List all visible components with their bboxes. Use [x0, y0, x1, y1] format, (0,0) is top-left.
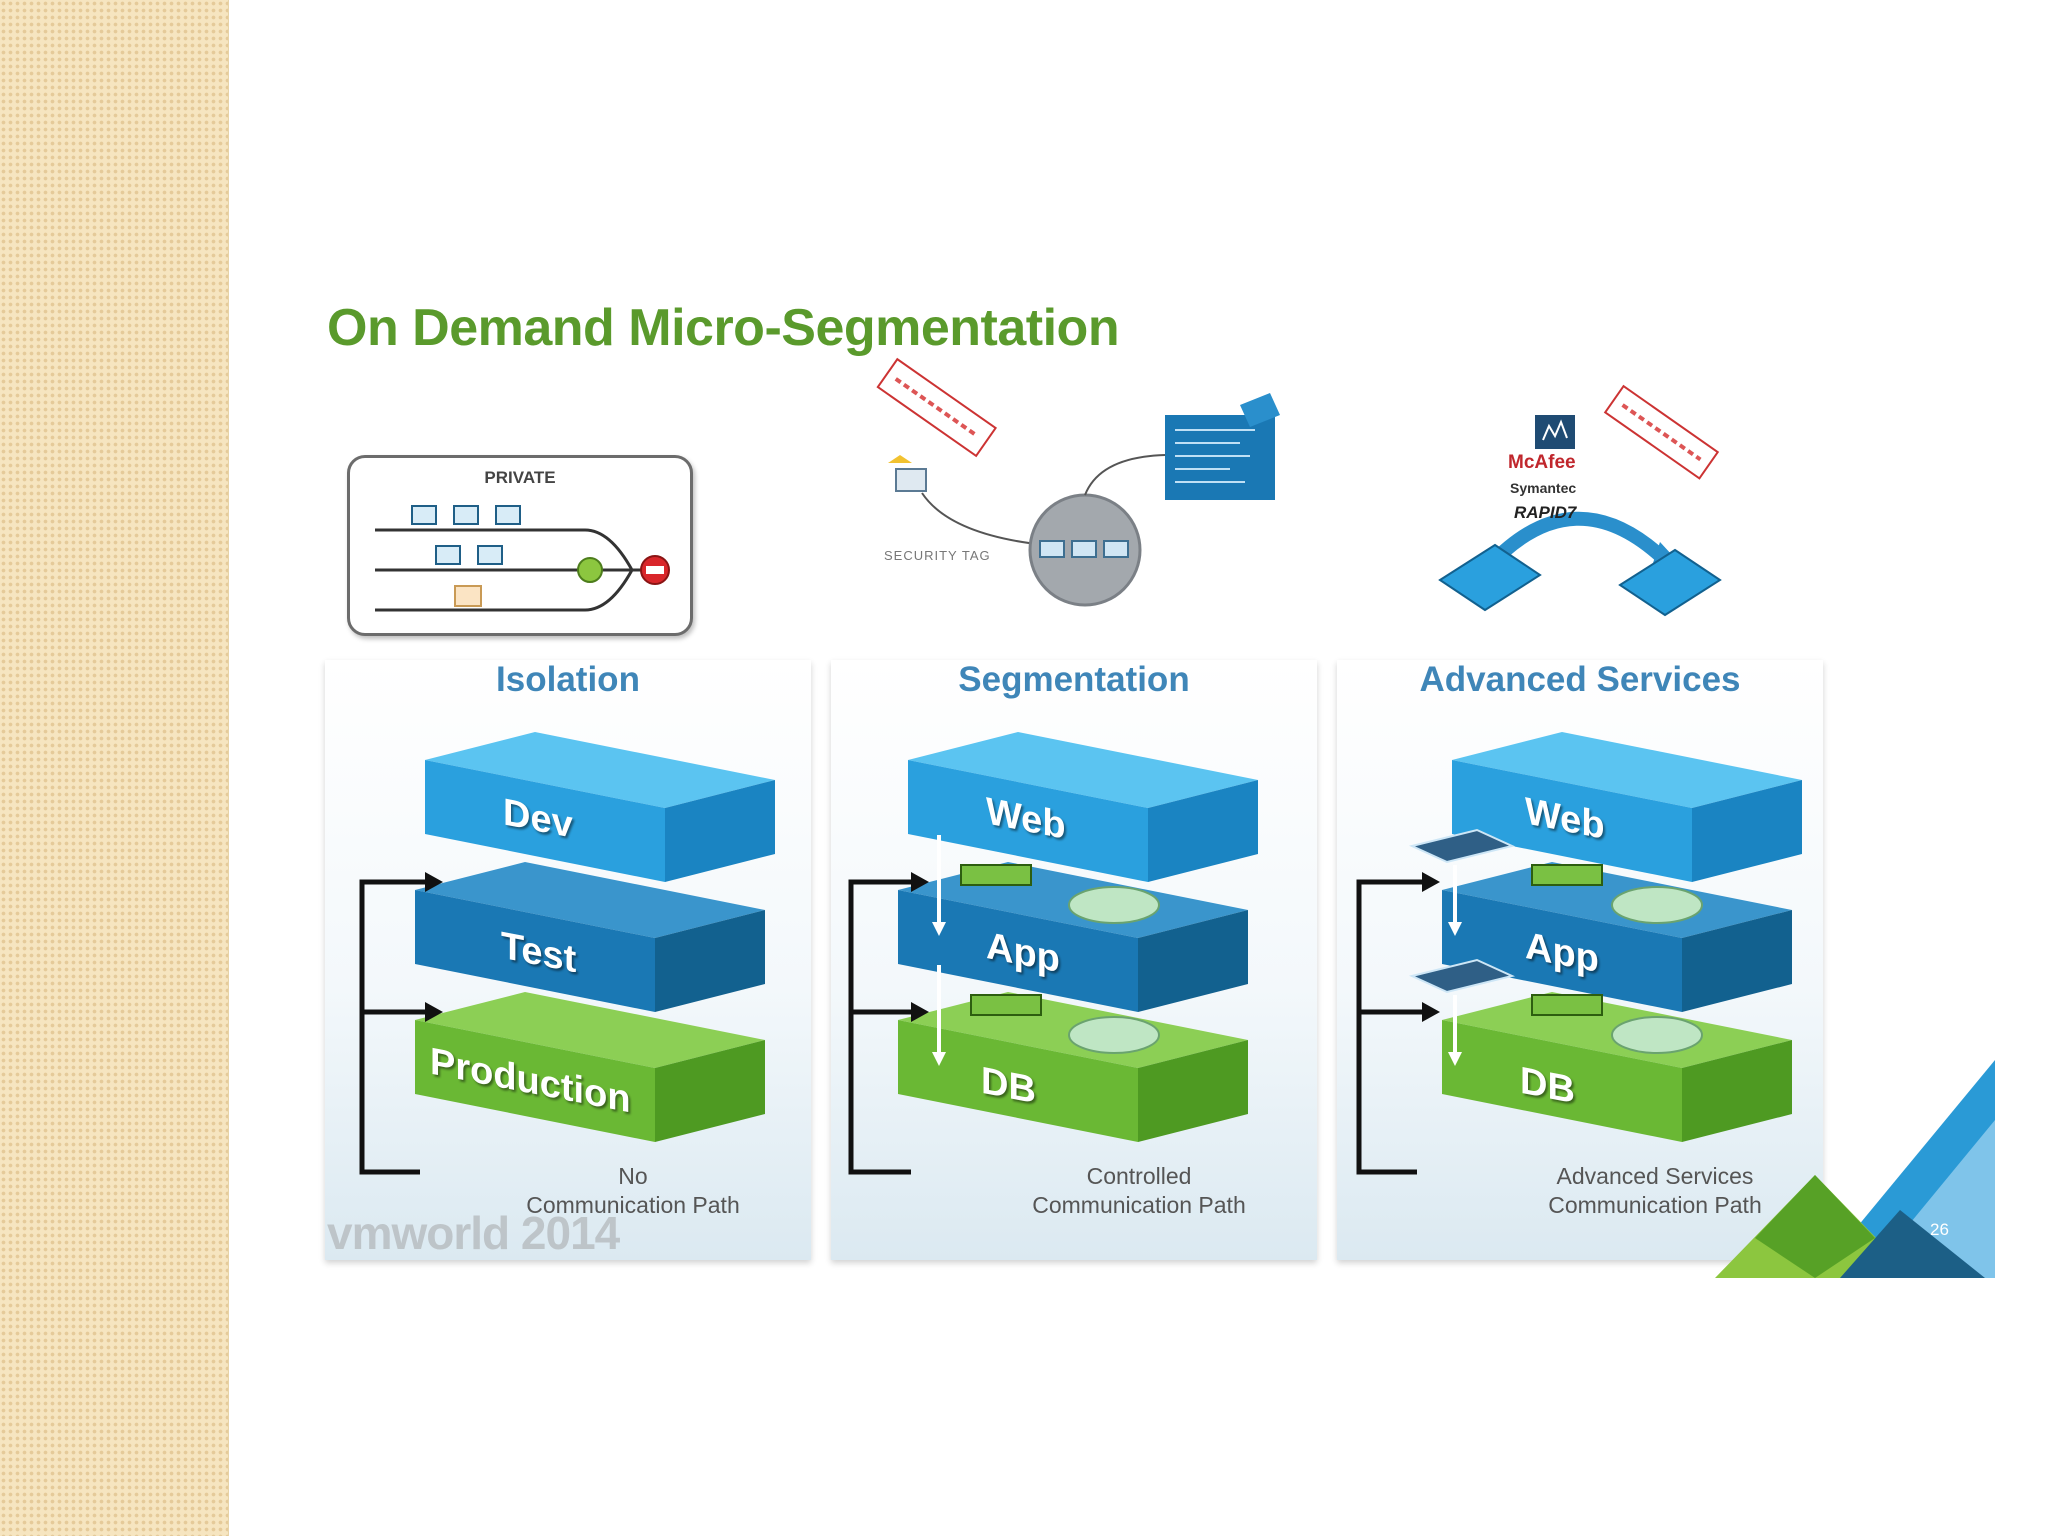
security-tag-label: SECURITY TAG — [884, 548, 991, 563]
flow-arrow-icon — [1356, 872, 1440, 1175]
slide-title: On Demand Micro-Segmentation — [327, 299, 1120, 357]
private-label: PRIVATE — [484, 468, 556, 487]
caption-line: Communication Path — [526, 1192, 740, 1218]
service-logo-icon — [1535, 415, 1575, 449]
tier-stack — [1408, 732, 1802, 1142]
vendor-symantec: Symantec — [1510, 480, 1577, 496]
stamp-icon — [876, 357, 998, 458]
caption-line: Communication Path — [1548, 1192, 1762, 1218]
flow-arrow-icon — [848, 872, 929, 1175]
page-number: 26 — [1930, 1220, 1949, 1239]
vm-stack-icon — [1438, 543, 1722, 617]
panel-title: Isolation — [496, 660, 640, 699]
router-icon — [1611, 886, 1703, 1054]
vmworld-watermark: vmworld 2014 — [327, 1207, 620, 1259]
caption-line: Controlled — [1086, 1163, 1192, 1189]
firewall-icon — [960, 864, 1042, 1016]
caption-line: Communication Path — [1032, 1192, 1246, 1218]
vendor-rapid7: RAPID7 — [1514, 503, 1577, 522]
service-insertion-icon — [1408, 828, 1516, 994]
panel-segmentation: Segmentation Web App DB Controlled Commu… — [831, 660, 1317, 1260]
panel-isolation: Isolation Dev Test Production No Communi… — [325, 660, 811, 1260]
caption-line: Advanced Services — [1556, 1163, 1754, 1189]
security-group-illustration — [876, 357, 1280, 607]
panel-title: Segmentation — [958, 660, 1190, 699]
flow-arrow-icon — [359, 872, 443, 1175]
tier-stack — [415, 732, 775, 1142]
decorative-left-strip — [0, 0, 229, 1536]
panel-advanced-services: Advanced Services Web App DB Advanced Se… — [1337, 660, 1823, 1260]
corner-triangles-decoration — [1715, 1060, 1995, 1278]
private-network-illustration: PRIVATE — [347, 455, 693, 636]
panel-title: Advanced Services — [1419, 660, 1741, 699]
advanced-services-illustration — [1438, 384, 1722, 617]
tier-stack — [898, 732, 1258, 1142]
caption: Controlled Communication Path — [961, 1162, 1317, 1220]
router-icon — [1068, 886, 1160, 1054]
caption: Advanced Services Communication Path — [1487, 1162, 1823, 1220]
firewall-icon — [1531, 864, 1603, 1016]
vendor-mcafee: McAfee — [1508, 452, 1576, 473]
caption-line: No — [618, 1163, 648, 1189]
network-lines-icon — [375, 505, 670, 612]
caption: No Communication Path — [455, 1162, 811, 1220]
stamp-icon — [1603, 384, 1720, 480]
